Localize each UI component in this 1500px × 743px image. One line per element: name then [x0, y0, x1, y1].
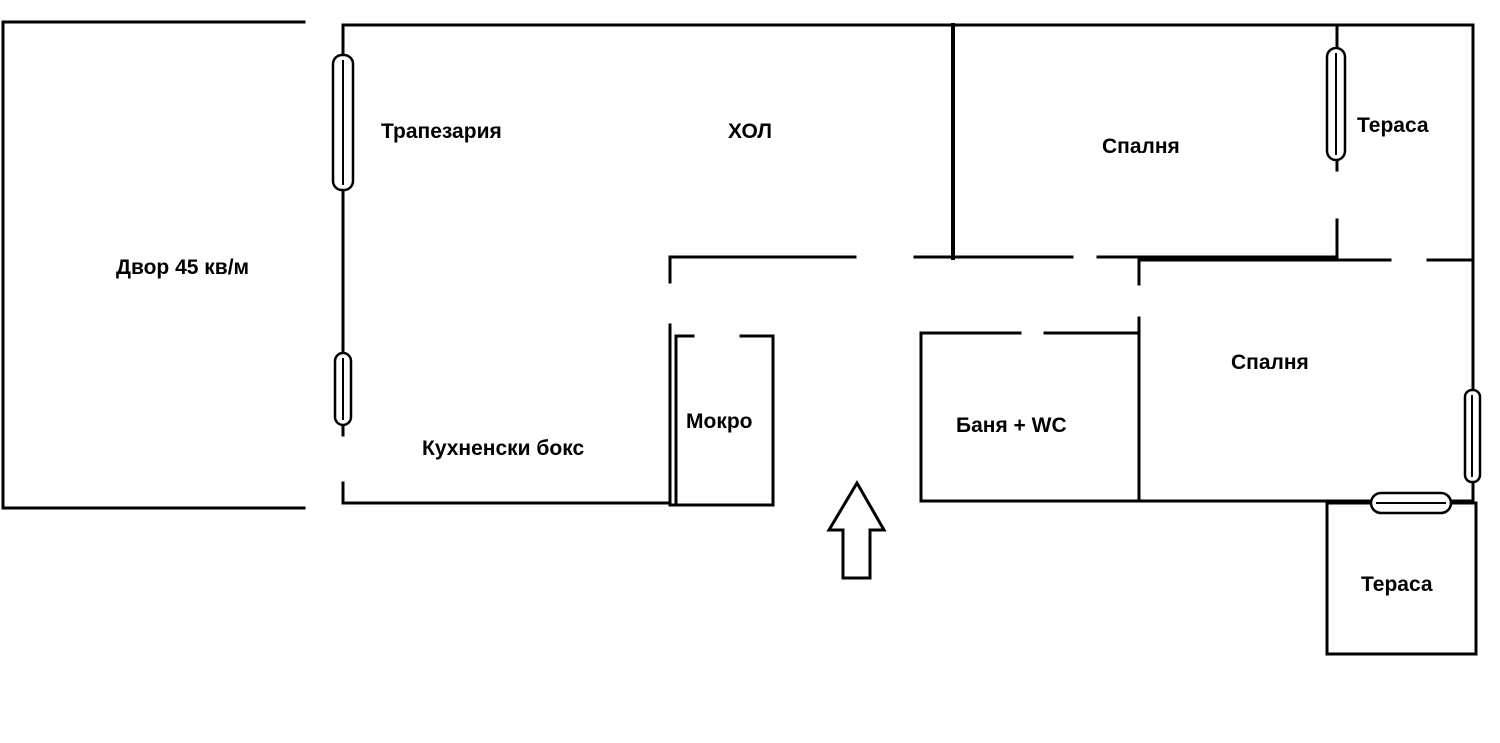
label-yard: Двор 45 кв/м: [116, 256, 249, 279]
label-terrace-top: Тераса: [1357, 114, 1429, 137]
window-top-terrace: [1325, 46, 1347, 162]
entrance-arrow-icon: [826, 480, 887, 580]
window-kitchen: [333, 351, 353, 427]
label-wet-room: Мокро: [686, 410, 753, 433]
label-bathroom: Баня + WC: [956, 414, 1067, 437]
yard-outline: [1, 20, 306, 510]
window-bedroom-east: [1463, 388, 1482, 484]
window-bottom-terrace: [1369, 491, 1453, 515]
label-bedroom-top: Спалня: [1102, 135, 1180, 158]
label-kitchen: Кухненски бокс: [422, 437, 584, 460]
window-dining: [331, 53, 355, 192]
label-dining: Трапезария: [381, 120, 502, 143]
label-terrace-bottom: Тераса: [1361, 573, 1433, 596]
interior-walls: [668, 23, 1478, 656]
outer-walls: [341, 23, 1475, 507]
label-bedroom-bottom: Спалня: [1231, 351, 1309, 374]
label-hall: ХОЛ: [728, 120, 772, 143]
